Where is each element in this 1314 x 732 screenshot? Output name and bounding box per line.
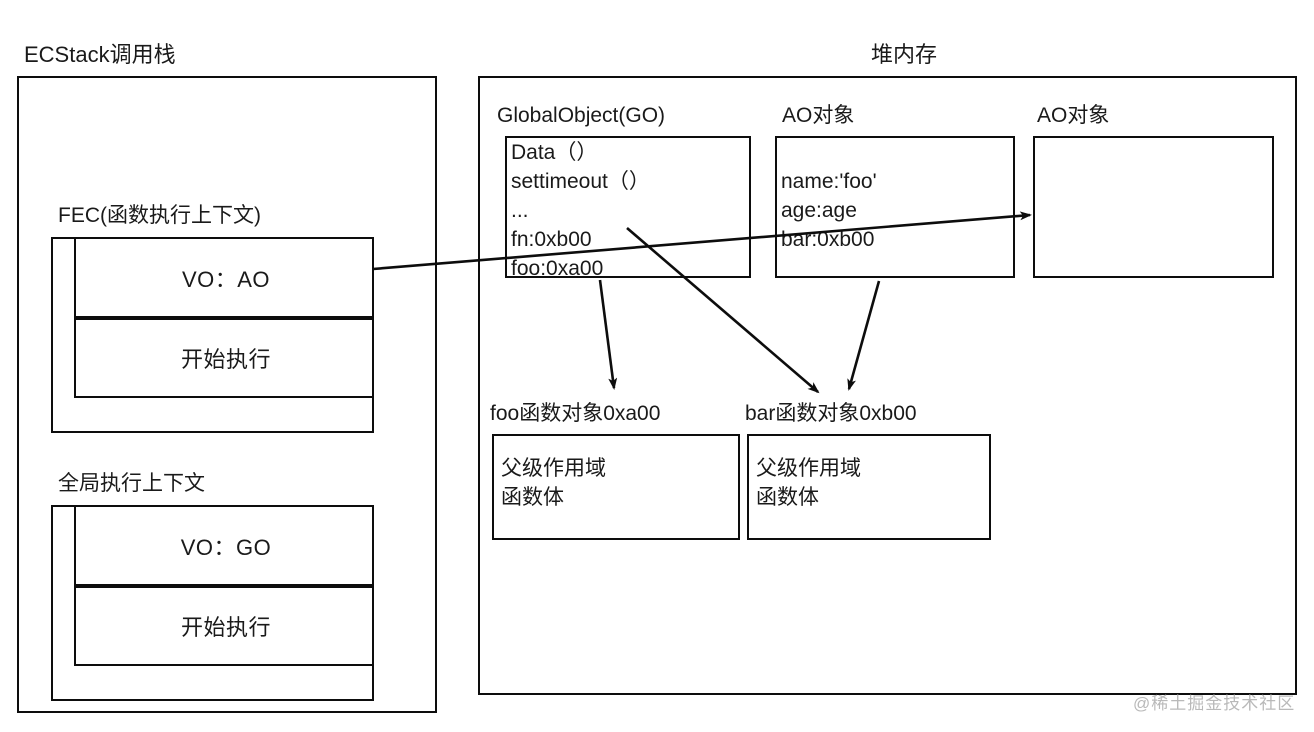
fec-label: FEC(函数执行上下文) xyxy=(58,204,261,227)
bar-function-object-label: bar函数对象0xb00 xyxy=(745,402,917,425)
fec-row-start-box: 开始执行 xyxy=(74,318,374,398)
foo-function-object-box xyxy=(492,434,740,540)
ecstack-title: ECStack调用栈 xyxy=(24,42,176,67)
foo-function-object-label: foo函数对象0xa00 xyxy=(490,402,661,425)
gec-row-vo-box: VO：GO xyxy=(74,505,374,586)
ecstack-container-box xyxy=(17,76,437,713)
watermark: @稀土掘金技术社区 xyxy=(1133,694,1296,713)
heap-container-box xyxy=(478,76,1297,695)
gec-row-start-label: 开始执行 xyxy=(180,615,271,640)
ao-object-1-box xyxy=(775,136,1015,278)
ao-object-1-label: AO对象 xyxy=(782,104,855,127)
ao-object-1-entries: name:'foo' age:age bar:0xb00 xyxy=(781,170,877,251)
fec-row-start-label: 开始执行 xyxy=(180,347,271,372)
ao-object-2-label: AO对象 xyxy=(1037,104,1110,127)
ao-object-2-box xyxy=(1033,136,1274,278)
heap-title: 堆内存 xyxy=(871,42,938,67)
foo-function-object-entries: 父级作用域 函数体 xyxy=(501,457,606,509)
global-object-label: GlobalObject(GO) xyxy=(497,104,666,127)
fec-row-vo-label: VO：AO xyxy=(181,266,271,292)
fec-row-vo-box: VO：AO xyxy=(74,237,374,318)
bar-function-object-box xyxy=(747,434,991,540)
bar-function-object-entries: 父级作用域 函数体 xyxy=(756,457,861,509)
gec-label: 全局执行上下文 xyxy=(58,472,205,495)
global-object-entries: Data（） settimeout（） ... fn:0xb00 foo:0xa… xyxy=(511,141,650,280)
gec-row-start-box: 开始执行 xyxy=(74,586,374,666)
gec-row-vo-label: VO：GO xyxy=(180,534,272,560)
